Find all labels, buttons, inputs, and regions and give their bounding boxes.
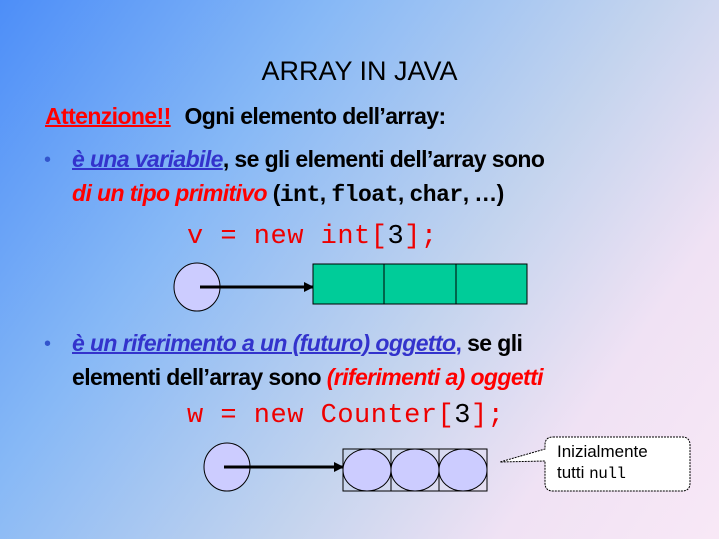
null-reference-cell: [342, 448, 392, 492]
bullet1-text: se gli elementi dell’array sono: [228, 146, 545, 172]
bullet-dot-icon: •: [44, 149, 52, 171]
code-part: ];: [404, 222, 438, 252]
callout-line1: Inizialmente: [557, 442, 648, 461]
sep: ,: [319, 180, 332, 206]
reference-array-diagram: [203, 442, 488, 492]
type-phrase: di un tipo primitivo: [72, 180, 268, 206]
bullet-dot-icon: •: [44, 333, 52, 355]
code-part: ];: [470, 401, 505, 431]
code-number: 3: [387, 222, 405, 252]
bullet1-line2: di un tipo primitivo (int, float, char, …: [72, 180, 504, 208]
array-cell: [455, 263, 528, 305]
callout-line2: tutti null: [557, 462, 648, 485]
null-keyword: null: [589, 465, 626, 483]
sep: ,: [397, 180, 410, 206]
code-number: 3: [454, 401, 471, 431]
code-line-1: v = new int[3];: [187, 222, 438, 252]
primitive-array-diagram: [173, 262, 528, 312]
warning-label: Attenzione!!: [45, 103, 171, 129]
comma: ,: [455, 330, 462, 356]
type-int: int: [279, 182, 320, 208]
paren-close: , …): [462, 180, 505, 206]
comma: ,: [222, 146, 229, 172]
bullet2-line1: è un riferimento a un (futuro) oggetto, …: [72, 330, 523, 357]
code-part: w = new Counter[: [187, 401, 455, 431]
type-float: float: [331, 182, 398, 208]
type-char: char: [409, 182, 463, 208]
bullet2-text: elementi dell’array sono: [72, 364, 327, 390]
array-cell: [383, 263, 457, 305]
intro-line: Attenzione!! Ogni elemento dell’array:: [45, 103, 446, 130]
null-reference-cell: [438, 448, 488, 492]
slide-title: ARRAY IN JAVA: [261, 56, 458, 86]
bullet1-emphasis: è una variabile: [72, 146, 223, 172]
code-line-2: w = new Counter[3];: [187, 401, 504, 431]
callout-text-part: tutti: [557, 463, 590, 482]
array-cell: [312, 263, 385, 305]
bullet2-emphasis: è un riferimento a un (futuro) oggetto: [72, 330, 456, 356]
null-reference-cell: [390, 448, 440, 492]
intro-text: Ogni elemento dell’array:: [184, 103, 446, 129]
paren: (: [266, 180, 281, 206]
bullet2-text: se gli: [461, 330, 523, 356]
bullet1-line1: è una variabile, se gli elementi dell’ar…: [72, 146, 545, 173]
callout-text: Inizialmente tutti null: [557, 441, 648, 485]
bullet2-line2: elementi dell’array sono (riferimenti a)…: [72, 364, 544, 391]
object-phrase: (riferimenti a) oggetti: [326, 364, 544, 390]
callout-bubble: [499, 436, 691, 492]
code-part: v = new int[: [187, 222, 388, 252]
